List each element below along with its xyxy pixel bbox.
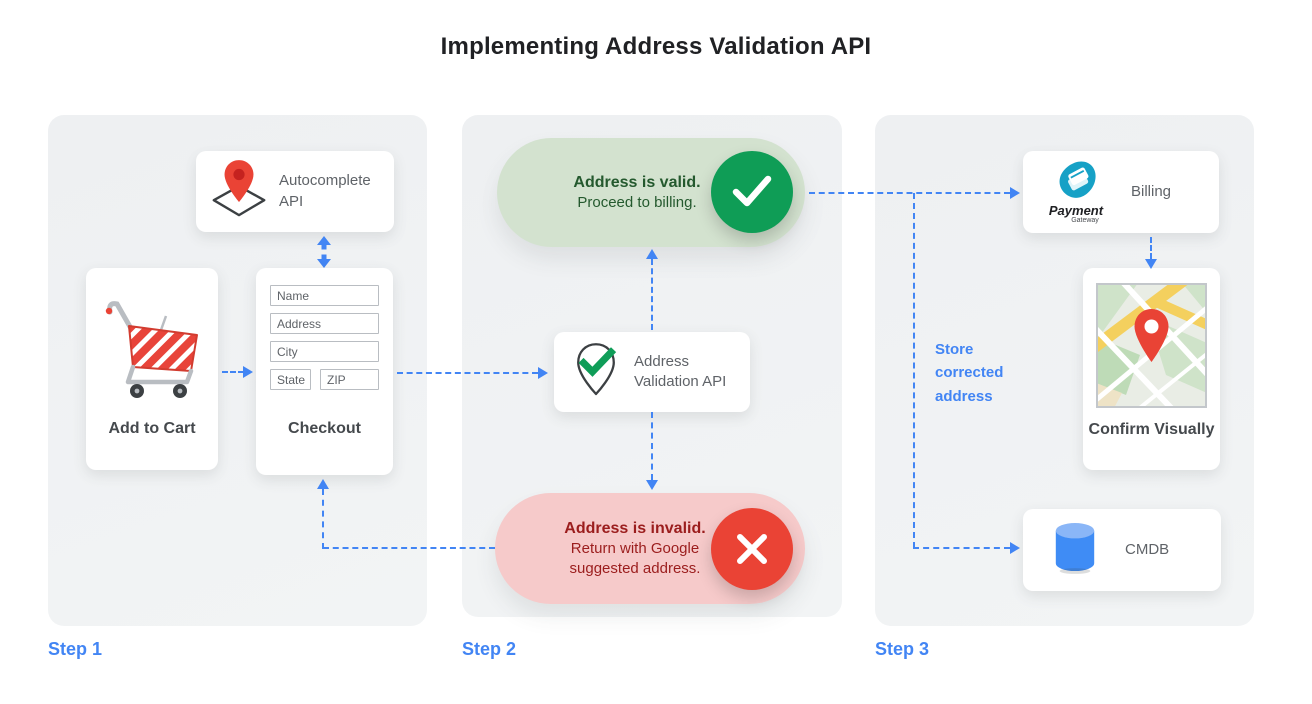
cmdb-label: CMDB: [1125, 540, 1170, 558]
checkout-label: Checkout: [288, 420, 361, 437]
map-pin-diamond-icon: [211, 158, 267, 225]
invalid-pill-title: Address is invalid.: [564, 520, 706, 538]
autocomplete-api-card: Autocomplete API: [196, 151, 394, 232]
arrowhead-store-to-cmdb: [1010, 542, 1020, 554]
confirm-visually-card: Confirm Visually: [1083, 268, 1220, 470]
arrowhead-validation-to-valid: [646, 249, 658, 259]
check-icon: [732, 175, 772, 207]
dashed-line-checkout-to-validation: [397, 372, 538, 374]
address-valid-pill: Address is valid. Proceed to billing.: [497, 138, 805, 247]
zip-field: ZIP: [320, 369, 379, 390]
store-corrected-address-note: Store corrected address: [935, 341, 1004, 405]
cmdb-card: CMDB: [1023, 509, 1221, 591]
page-title: Implementing Address Validation API: [440, 33, 872, 60]
database-cylinder-icon: [1051, 521, 1099, 580]
autocomplete-api-label: Autocomplete API: [279, 172, 371, 210]
address-validation-api-label: Address Validation API: [634, 352, 727, 390]
address-invalid-pill: Address is invalid. Return with Google s…: [495, 493, 805, 604]
add-to-cart-card: Add to Cart: [86, 268, 218, 470]
state-field: State: [270, 369, 311, 390]
dashed-line-store-to-cmdb: [913, 547, 1010, 549]
dashed-line-cart-to-checkout: [222, 371, 244, 373]
billing-label: Billing: [1131, 182, 1172, 200]
shopping-cart-icon: [105, 301, 198, 398]
arrowhead-cart-to-checkout: [243, 366, 253, 378]
dashed-line-validation-to-invalid: [651, 412, 653, 480]
valid-pill-title: Address is valid.: [573, 174, 701, 192]
pin-check-icon: [572, 341, 620, 404]
invalid-pill-subtitle: Return with Google suggested address.: [569, 540, 701, 578]
dashed-line-billing-to-confirm: [1150, 237, 1152, 259]
payment-gateway-logo: Payment Gateway: [1043, 159, 1109, 225]
arrowhead-validation-to-invalid: [646, 480, 658, 490]
double-arrow-autocomplete-checkout: [317, 236, 331, 268]
payment-logo-title: Payment: [1048, 202, 1104, 218]
valid-pill-subtitle: Proceed to billing.: [577, 194, 697, 212]
dashed-line-validation-to-valid: [651, 259, 653, 330]
payment-logo-subtitle: Gateway: [1071, 216, 1099, 224]
address-field: Address: [270, 313, 379, 334]
confirm-visually-label: Confirm Visually: [1088, 421, 1215, 438]
valid-check-circle: [711, 151, 793, 233]
step-3-label: Step 3: [875, 639, 930, 659]
dashed-line-invalid-to-checkout-v: [322, 489, 324, 549]
dashed-line-invalid-to-checkout-h: [323, 547, 495, 549]
arrowhead-checkout-to-validation: [538, 367, 548, 379]
x-icon: [737, 534, 767, 564]
invalid-x-circle: [711, 508, 793, 590]
map-thumbnail-icon: [1096, 283, 1207, 408]
step-2-label: Step 2: [462, 639, 517, 659]
name-field: Name: [270, 285, 379, 306]
city-field: City: [270, 341, 379, 362]
arrowhead-billing-to-confirm: [1145, 259, 1157, 269]
dashed-line-valid-to-billing: [809, 192, 1010, 194]
arrowhead-invalid-to-checkout: [317, 479, 329, 489]
add-to-cart-label: Add to Cart: [108, 420, 196, 437]
address-validation-api-card: Address Validation API: [554, 332, 750, 412]
step-1-label: Step 1: [48, 639, 103, 659]
billing-card: Payment Gateway Billing: [1023, 151, 1219, 233]
dashed-line-store-branch-v: [913, 193, 915, 548]
checkout-card: Name Address City State ZIP Checkout: [256, 268, 393, 475]
arrowhead-valid-to-billing: [1010, 187, 1020, 199]
